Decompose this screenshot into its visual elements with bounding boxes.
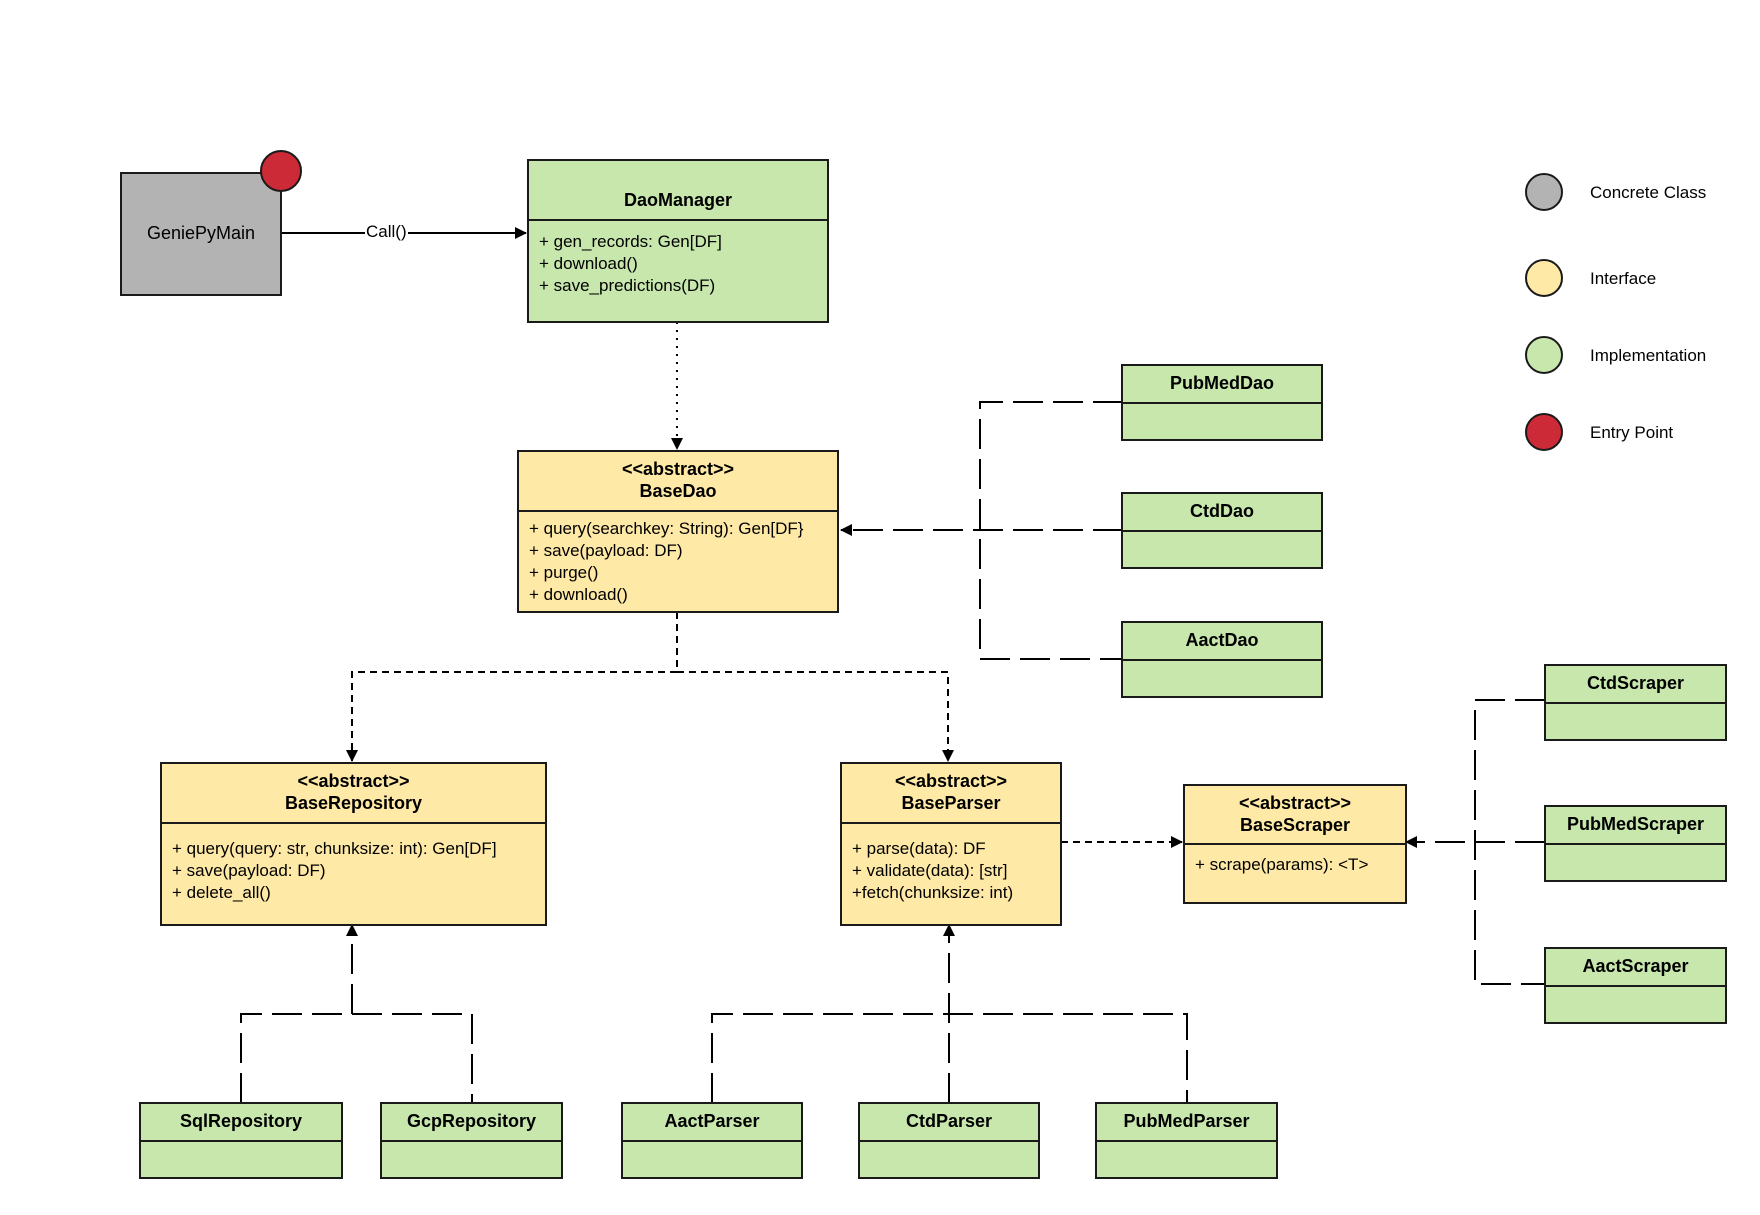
gcprepository-name: GcpRepository [382,1104,561,1142]
aactparser-class[interactable]: AactParser [621,1102,803,1179]
member: + scrape(params): <T> [1195,855,1369,874]
legend-item-concrete: Concrete Class [1525,173,1755,217]
pubmedscraper-name: PubMedScraper [1546,807,1725,845]
baseparser-header: <<abstract>> BaseParser [842,764,1060,824]
basescraper-header: <<abstract>> BaseScraper [1185,786,1405,845]
member: +fetch(chunksize: int) [852,883,1014,902]
pubmedscraper-class[interactable]: PubMedScraper [1544,805,1727,882]
aactparser-name: AactParser [623,1104,801,1142]
basescraper-class[interactable]: <<abstract>> BaseScraper + scrape(params… [1183,784,1407,904]
stereotype: <<abstract>> [297,771,410,791]
legend-label: Entry Point [1590,423,1674,442]
ctdparser-class[interactable]: CtdParser [858,1102,1040,1179]
aactscraper-name: AactScraper [1546,949,1725,987]
basescraper-members: + scrape(params): <T> [1185,845,1405,876]
member: + save(payload: DF) [529,541,683,560]
aactdao-name: AactDao [1123,623,1321,661]
stereotype: <<abstract>> [621,459,735,479]
legend-swatch [1525,413,1563,451]
basedao-name: BaseDao [639,481,717,501]
ctddao-class[interactable]: CtdDao [1121,492,1323,569]
basedao-to-repository-edge [346,612,678,762]
daomanager-class[interactable]: DaoManager + gen_records: Gen[DF] + down… [527,159,829,323]
daomanager-name: DaoManager [529,161,827,221]
member: + query(searchkey: String): Gen[DF} [529,519,804,538]
member: + gen_records: Gen[DF] [539,232,722,251]
basedao-members: + query(searchkey: String): Gen[DF} + sa… [519,512,837,606]
legend-swatch [1525,173,1563,211]
baseparser-name: BaseParser [901,793,1001,813]
member: + delete_all() [172,883,271,902]
legend-item-implementation: Implementation [1525,336,1755,380]
basedao-class[interactable]: <<abstract>> BaseDao + query(searchkey: … [517,450,839,613]
legend-label: Interface [1590,269,1657,288]
stereotype: <<abstract>> [1238,793,1352,813]
member: + query(query: str, chunksize: int): Gen… [172,839,497,858]
pubmedparser-name: PubMedParser [1097,1104,1276,1142]
geniepymain-name: GeniePyMain [146,223,256,243]
baseparser-class[interactable]: <<abstract>> BaseParser + parse(data): D… [840,762,1062,926]
baserepository-members: + query(query: str, chunksize: int): Gen… [162,824,545,904]
pubmeddao-class[interactable]: PubMedDao [1121,364,1323,441]
ctdscraper-class[interactable]: CtdScraper [1544,664,1727,741]
stereotype: <<abstract>> [894,771,1008,791]
legend-swatch [1525,259,1563,297]
member: + save(payload: DF) [172,861,326,880]
aactscraper-class[interactable]: AactScraper [1544,947,1727,1024]
pubmeddao-name: PubMedDao [1123,366,1321,404]
member: + purge() [529,563,599,582]
call-label: Call() [365,222,408,242]
member: + save_predictions(DF) [539,276,716,295]
ctddao-name: CtdDao [1123,494,1321,532]
member: + download() [529,585,628,604]
basedao-header: <<abstract>> BaseDao [519,452,837,512]
sqlrepository-name: SqlRepository [141,1104,341,1142]
member: + parse(data): DF [852,839,986,858]
pubmedparser-class[interactable]: PubMedParser [1095,1102,1278,1179]
gcprepository-class[interactable]: GcpRepository [380,1102,563,1179]
basescraper-name: BaseScraper [1239,815,1351,835]
sqlrepository-class[interactable]: SqlRepository [139,1102,343,1179]
legend-label: Concrete Class [1590,183,1707,202]
entry-point-marker [260,150,302,192]
legend-label: Implementation [1590,346,1707,365]
repositories-edge [240,1013,473,1103]
baserepository-header: <<abstract>> BaseRepository [162,764,545,824]
aactdao-class[interactable]: AactDao [1121,621,1323,698]
ctdscraper-name: CtdScraper [1546,666,1725,704]
member: + validate(data): [str] [852,861,1008,880]
baseparser-members: + parse(data): DF + validate(data): [str… [842,824,1060,904]
baserepository-class[interactable]: <<abstract>> BaseRepository + query(quer… [160,762,547,926]
baserepository-name: BaseRepository [284,793,423,813]
legend-item-interface: Interface [1525,259,1755,303]
legend-item-entry-point: Entry Point [1525,413,1755,457]
ctdparser-name: CtdParser [860,1104,1038,1142]
geniepymain-class[interactable]: GeniePyMain [120,172,282,296]
legend-swatch [1525,336,1563,374]
basedao-to-parser-edge [677,671,954,762]
member: + download() [539,254,638,273]
daomanager-members: + gen_records: Gen[DF] + download() + sa… [529,221,827,297]
